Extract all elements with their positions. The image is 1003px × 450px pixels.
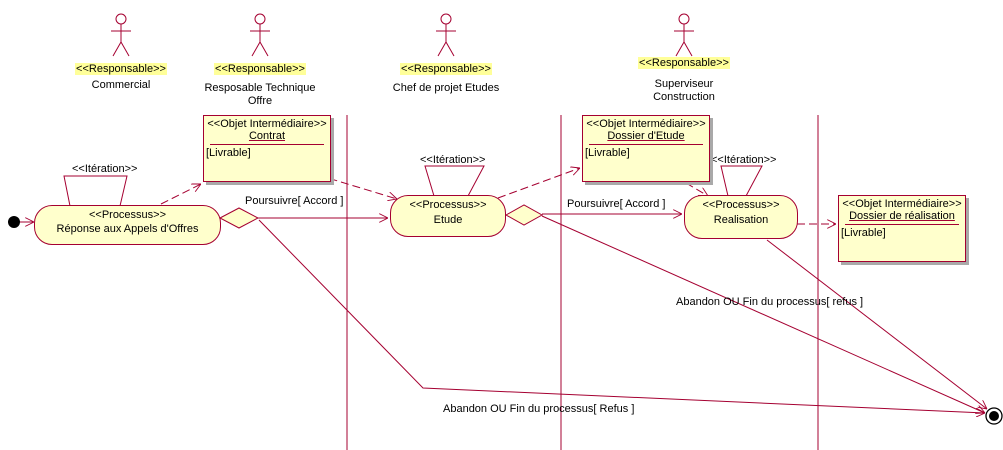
actor-name: Resposable Technique bbox=[204, 82, 316, 94]
transition-abandon bbox=[766, 239, 987, 409]
iteration-loop bbox=[63, 175, 128, 207]
iteration-loop bbox=[424, 165, 485, 197]
decision-node bbox=[218, 207, 260, 229]
actor-figure-commercial bbox=[111, 13, 131, 57]
iteration-loop bbox=[720, 165, 763, 197]
process-node-etude: <<Processus>> Etude bbox=[390, 195, 506, 237]
object-divider bbox=[210, 144, 324, 145]
actor-name: Superviseur bbox=[654, 78, 714, 90]
object-label: [Livrable] bbox=[841, 227, 886, 239]
actor-figure-construction bbox=[674, 13, 694, 57]
object-stereotype: <<Objet Intermédiaire>> bbox=[586, 118, 706, 130]
actor-stereotype: <<Responsable>> bbox=[638, 57, 730, 69]
object-flow bbox=[317, 174, 397, 199]
object-stereotype: <<Objet Intermédiaire>> bbox=[207, 118, 327, 130]
object-name: Dossier d'Etude bbox=[607, 130, 685, 142]
iteration-label: <<Itération>> bbox=[72, 163, 138, 175]
object-node-dossier-realisation: <<Objet Intermédiaire>> Dossier de réali… bbox=[838, 195, 966, 262]
process-stereotype: <<Processus>> bbox=[409, 199, 487, 211]
actor-stereotype: <<Responsable>> bbox=[214, 63, 306, 75]
process-name: Etude bbox=[433, 214, 463, 226]
iteration-label: <<Itération>> bbox=[420, 154, 486, 166]
final-node bbox=[985, 407, 1003, 425]
initial-node bbox=[8, 216, 20, 228]
decision-node bbox=[504, 204, 544, 226]
transition-abandon bbox=[541, 215, 985, 413]
guard-label-continue: Poursuivre[ Accord ] bbox=[567, 198, 666, 210]
object-label: [Livrable] bbox=[585, 147, 630, 159]
object-divider bbox=[845, 224, 959, 225]
guard-label-continue: Poursuivre[ Accord ] bbox=[245, 195, 344, 207]
process-name: Réponse aux Appels d'Offres bbox=[56, 223, 199, 235]
object-name: Dossier de réalisation bbox=[849, 210, 955, 222]
object-stereotype: <<Objet Intermédiaire>> bbox=[842, 198, 962, 210]
guard-label-abandon: Abandon OU Fin du processus[ Refus ] bbox=[443, 403, 635, 415]
guard-label-abandon: Abandon OU Fin du processus[ refus ] bbox=[676, 296, 864, 308]
process-name: Realisation bbox=[713, 214, 769, 226]
actor-figure-technique bbox=[250, 13, 270, 57]
actor-stereotype: <<Responsable>> bbox=[400, 63, 492, 75]
object-name: Contrat bbox=[248, 130, 286, 142]
object-node-contrat: <<Objet Intermédiaire>> Contrat [Livrabl… bbox=[203, 115, 331, 182]
process-node-realisation: <<Processus>> Realisation bbox=[684, 195, 798, 239]
process-stereotype: <<Processus>> bbox=[702, 199, 780, 211]
iteration-label: <<Itération>> bbox=[711, 154, 777, 166]
object-flow bbox=[160, 184, 201, 205]
actor-name: Chef de projet Etudes bbox=[392, 82, 500, 94]
actor-name: Construction bbox=[653, 91, 715, 103]
object-flow bbox=[685, 182, 708, 196]
object-node-dossier-etude: <<Objet Intermédiaire>> Dossier d'Etude … bbox=[582, 115, 710, 182]
actor-figure-etudes bbox=[436, 13, 456, 57]
object-divider bbox=[589, 144, 703, 145]
actor-name: Commercial bbox=[91, 79, 151, 91]
actor-name: Offre bbox=[247, 95, 273, 107]
process-stereotype: <<Processus>> bbox=[88, 209, 167, 221]
actor-stereotype: <<Responsable>> bbox=[75, 63, 167, 75]
process-node-reponse: <<Processus>> Réponse aux Appels d'Offre… bbox=[34, 205, 221, 245]
object-flow bbox=[497, 168, 580, 199]
transition-abandon bbox=[258, 219, 985, 413]
object-label: [Livrable] bbox=[206, 147, 251, 159]
